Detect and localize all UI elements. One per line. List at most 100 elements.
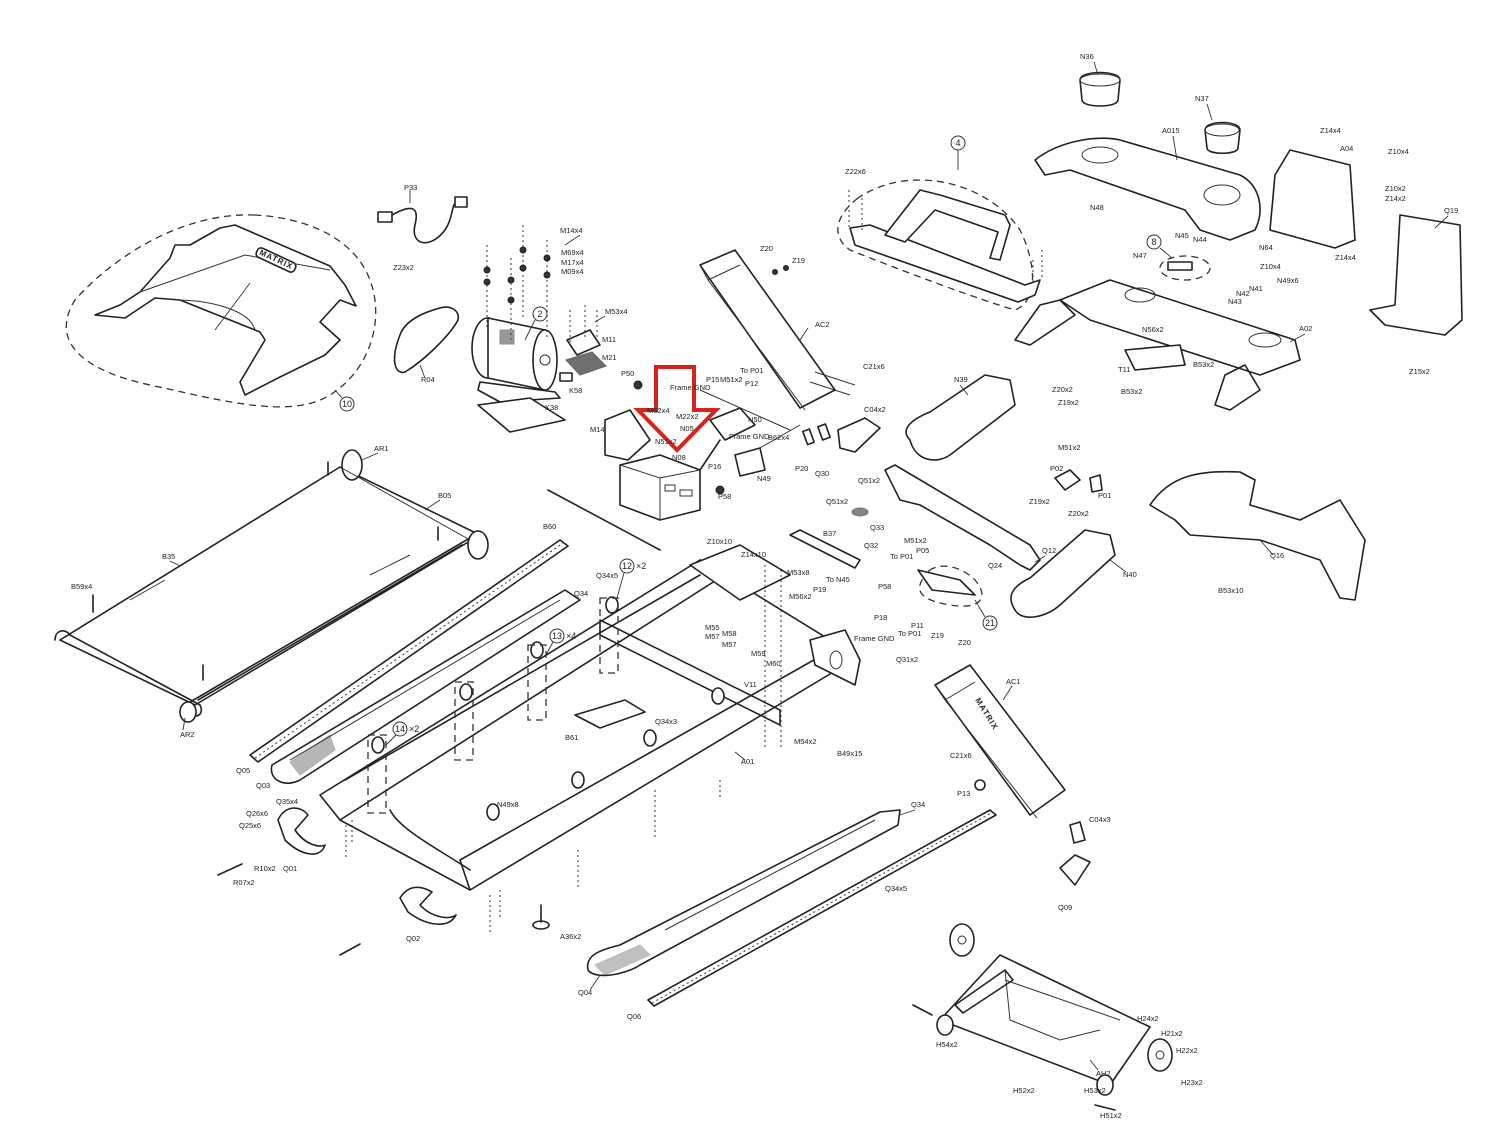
label-N49x8: N49x8 (497, 800, 519, 809)
label-A02: A02 (1299, 324, 1312, 333)
upper-frame (1059, 279, 1301, 376)
label-N39: N39 (954, 375, 968, 384)
label-A015: A015 (1162, 126, 1180, 135)
callout-4: 4 (950, 135, 966, 170)
label-H24x2: H24x2 (1137, 1014, 1159, 1023)
label-B53x2: B53x2 (1121, 387, 1142, 396)
label-Z14x4: Z14x4 (1335, 253, 1356, 262)
label-N36: N36 (1080, 52, 1094, 61)
label-Q06: Q06 (627, 1012, 641, 1021)
label-C04x2: C04x2 (864, 405, 886, 414)
motor-plate (477, 397, 566, 433)
label-Q25x6: Q25x6 (239, 821, 261, 830)
label-Z10x2: Z10x2 (1385, 184, 1406, 193)
label-N41: N41 (1249, 284, 1263, 293)
label-M53x4: M53x4 (605, 307, 628, 316)
label-N50: N50 (748, 415, 762, 424)
label-P33: P33 (404, 183, 417, 192)
label-Q19: Q19 (1444, 206, 1458, 215)
label-M57: M57 (722, 640, 737, 649)
label-Z20: Z20 (760, 244, 773, 253)
label-N49x6: N49x6 (1277, 276, 1299, 285)
label-B53x10: B53x10 (1218, 586, 1243, 595)
svg-text:×2: ×2 (636, 561, 646, 571)
label-V11: V11 (744, 680, 757, 689)
drive-motor (471, 225, 607, 403)
svg-text:21: 21 (985, 618, 995, 628)
label-N40: N40 (1123, 570, 1137, 579)
label-AC2: AC2 (815, 320, 830, 329)
base-cover-right (837, 417, 881, 453)
label-T11: T11 (1118, 365, 1130, 374)
label-N48: N48 (1090, 203, 1104, 212)
label-Q30: Q30 (815, 469, 829, 478)
label-to-P01: To P01 (890, 552, 913, 561)
label-AC1: AC1 (1006, 677, 1021, 686)
label-B62x4: B62x4 (768, 433, 789, 442)
label-frame-gnd: Frame GND (729, 432, 770, 441)
label-Q33: Q33 (870, 523, 884, 532)
label-H51x2: H51x2 (1100, 1111, 1122, 1120)
label-Q34x5: Q34x5 (885, 884, 907, 893)
label-N42: N42 (1236, 289, 1250, 298)
label-P13: P13 (957, 789, 970, 798)
svg-text:4: 4 (955, 138, 960, 148)
callout-10: 10 (334, 389, 355, 412)
label-M57: M57 (705, 632, 720, 641)
label-Z19: Z19 (792, 256, 805, 265)
label-Z19x2: Z19x2 (1029, 497, 1050, 506)
label-M11: M11 (602, 335, 616, 344)
highlight-arrow (633, 365, 721, 453)
controller-assembly (604, 380, 801, 521)
label-N37: N37 (1195, 94, 1209, 103)
label-Q34x3: Q34x3 (655, 717, 677, 726)
label-B37: B37 (823, 529, 836, 538)
label-Z14x10: Z14x10 (741, 550, 766, 559)
label-M69x4: M69x4 (561, 248, 584, 257)
label-M58: M58 (722, 629, 737, 638)
svg-text:14: 14 (395, 724, 405, 734)
label-M51x2: M51x2 (1058, 443, 1081, 452)
label-P58: P58 (878, 582, 891, 591)
label-Q51x2: Q51x2 (826, 497, 848, 506)
label-C04x3: C04x3 (1089, 815, 1111, 824)
label-M56x2: M56x2 (789, 592, 812, 601)
console-bracket (1269, 149, 1356, 249)
label-N64: N64 (1259, 243, 1273, 252)
part-labels: N36 N37 A015 Z14x4 A04 Z10x4 Z10x2 Z14x2… (71, 52, 1458, 1120)
label-Z22x6: Z22x6 (845, 167, 866, 176)
label-Q32: Q32 (864, 541, 878, 550)
label-P16: P16 (708, 462, 721, 471)
label-Q16: Q16 (1270, 551, 1284, 560)
label-Z19: Z19 (931, 631, 944, 640)
right-upright (699, 249, 856, 411)
motor-cover: MATRIX (65, 214, 377, 408)
label-P11: P11 (911, 621, 924, 630)
label-N44: N44 (1193, 235, 1207, 244)
svg-text:8: 8 (1151, 237, 1156, 247)
label-P01: P01 (1098, 491, 1111, 500)
label-M22x2: M22x2 (676, 412, 699, 421)
label-M54x2: M54x2 (794, 737, 817, 746)
label-frame-gnd: Frame GND (670, 383, 711, 392)
label-AR1: AR1 (374, 444, 389, 453)
label-M55: M55 (705, 623, 720, 632)
label-Q51x2: Q51x2 (858, 476, 880, 485)
label-N08: N08 (672, 453, 686, 462)
label-H23x2: H23x2 (1181, 1078, 1203, 1087)
label-Z10x10: Z10x10 (707, 537, 732, 546)
label-M51x2: M51x2 (720, 375, 743, 384)
label-AH2: AH2 (1096, 1069, 1111, 1078)
base-frame (319, 544, 861, 935)
label-M62x4: M62x4 (647, 406, 670, 415)
left-handrail (905, 374, 1016, 461)
label-B60: B60 (543, 522, 556, 531)
label-Q35x4: Q35x4 (276, 797, 298, 806)
label-C21x6: C21x6 (863, 362, 885, 371)
label-Q34: Q34 (574, 589, 588, 598)
label-to-P01: To P01 (740, 366, 763, 375)
running-deck (54, 449, 489, 723)
front-wheel-cover-left (277, 807, 326, 855)
right-side-rail (586, 809, 997, 1007)
